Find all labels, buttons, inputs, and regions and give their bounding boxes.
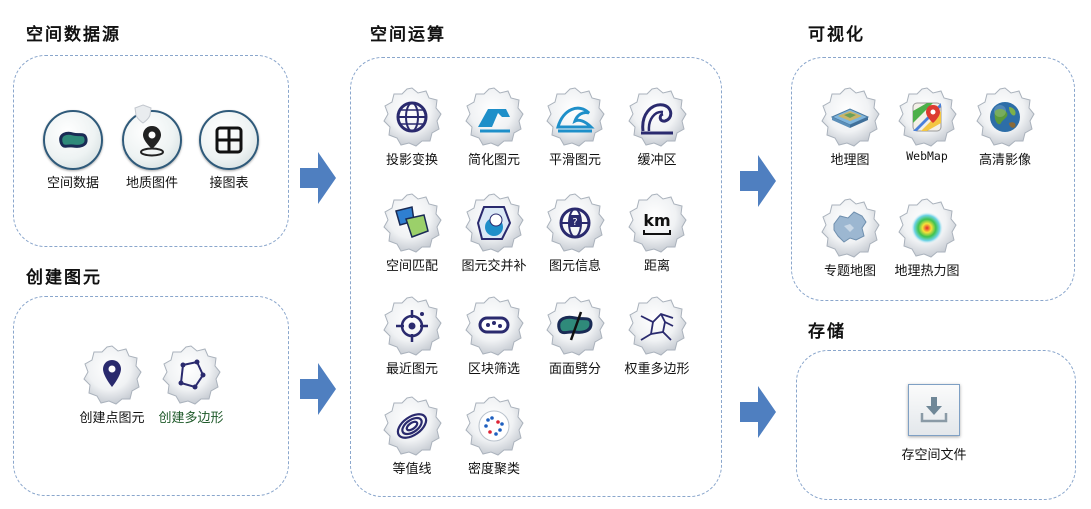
badge [545,87,605,147]
tool-label: 投影变换 [385,153,438,168]
tool-geo-map[interactable]: 地理图 [805,87,895,177]
badge [627,87,687,147]
tool-buffer[interactable]: 缓冲区 [612,87,702,177]
badge [43,110,103,170]
tool-geologic-map[interactable]: 地质图件 [107,104,197,200]
tool-distance[interactable]: km 距离 [612,193,702,283]
badge [627,296,687,356]
tool-label: 简化图元 [467,153,520,168]
tool-label: 创建多边形 [158,411,224,426]
tool-label: 创建点图元 [79,411,145,426]
section-title-data-source: 空间数据源 [26,25,121,45]
blob-shape-icon [59,131,88,148]
badge [382,396,442,456]
tool-block-filter[interactable]: 区块筛选 [449,296,539,386]
tool-contour[interactable]: 等值线 [367,396,457,486]
tool-label: 图元信息 [548,259,601,274]
svg-text:km: km [643,211,670,230]
svg-text:?: ? [572,217,577,228]
tool-save-spatial-file[interactable]: 存空间文件 [879,384,989,474]
badge [820,198,880,258]
tool-label: 地理热力图 [894,264,960,279]
badge: km [627,193,687,253]
section-title-create-element: 创建图元 [26,268,102,288]
grid-icon [215,126,243,154]
tool-label: 专题地图 [823,264,876,279]
tool-label: 缓冲区 [637,153,677,168]
tool-nearest[interactable]: 最近图元 [367,296,457,386]
badge [897,87,957,147]
badge [382,193,442,253]
tool-label: 距离 [643,259,670,274]
tool-simplify[interactable]: 简化图元 [449,87,539,177]
badge: ? [545,193,605,253]
badge [382,87,442,147]
tool-element-info[interactable]: ? 图元信息 [530,193,620,283]
tool-spatial-data[interactable]: 空间数据 [28,110,118,200]
arrow-right-icon [740,155,776,207]
tool-label: 等值线 [392,462,432,477]
tool-create-point[interactable]: 创建点图元 [67,345,157,435]
badge [545,296,605,356]
tool-label: 存空间文件 [901,448,967,463]
arrow-right-icon [300,363,336,415]
badge [464,396,524,456]
tool-label: 图元交并补 [461,259,527,274]
tool-label: 接图表 [209,176,249,191]
tool-label: 高清影像 [978,153,1031,168]
tool-projection[interactable]: 投影变换 [367,87,457,177]
tool-label: 最近图元 [385,362,438,377]
tool-spatial-match[interactable]: 空间匹配 [367,193,457,283]
badge [161,345,221,405]
tool-label: 权重多边形 [624,362,690,377]
tool-weighted-polygon[interactable]: 权重多边形 [612,296,702,386]
tool-create-polygon[interactable]: 创建多边形 [146,345,236,435]
badge [975,87,1035,147]
badge [464,296,524,356]
badge [199,110,259,170]
tool-smooth[interactable]: 平滑图元 [530,87,620,177]
tool-label: 面面劈分 [548,362,601,377]
badge [897,198,957,258]
download-tray-icon [920,397,948,423]
badge [122,110,182,170]
panel-create-element [13,296,289,496]
tool-label: 空间数据 [46,176,99,191]
tool-density-cluster[interactable]: 密度聚类 [449,396,539,486]
tool-label: 区块筛选 [467,362,520,377]
section-title-visualization: 可视化 [808,25,865,45]
tool-sheet-index[interactable]: 接图表 [184,110,274,200]
arrow-right-icon [300,152,336,204]
badge [464,193,524,253]
tool-polygon-split[interactable]: 面面劈分 [530,296,620,386]
tool-label: 密度聚类 [467,462,520,477]
tool-label: 平滑图元 [548,153,601,168]
tool-label: 地理图 [830,153,870,168]
map-pin-icon [140,126,164,157]
tool-webmap[interactable]: WebMap [882,87,972,177]
badge [820,87,880,147]
badge [382,296,442,356]
tool-label: 地质图件 [125,176,178,191]
tool-thematic-map[interactable]: 专题地图 [805,198,895,288]
badge [82,345,142,405]
badge [908,384,960,436]
shield-overlay-icon [134,104,152,124]
section-title-spatial-ops: 空间运算 [370,25,446,45]
tool-heat-map[interactable]: 地理热力图 [882,198,972,288]
section-title-storage: 存储 [808,322,846,342]
tool-label: WebMap [906,149,948,163]
arrow-right-icon [740,386,776,438]
tool-hd-imagery[interactable]: 高清影像 [960,87,1050,177]
tool-label: 空间匹配 [385,259,438,274]
badge [464,87,524,147]
tool-overlay[interactable]: 图元交并补 [449,193,539,283]
